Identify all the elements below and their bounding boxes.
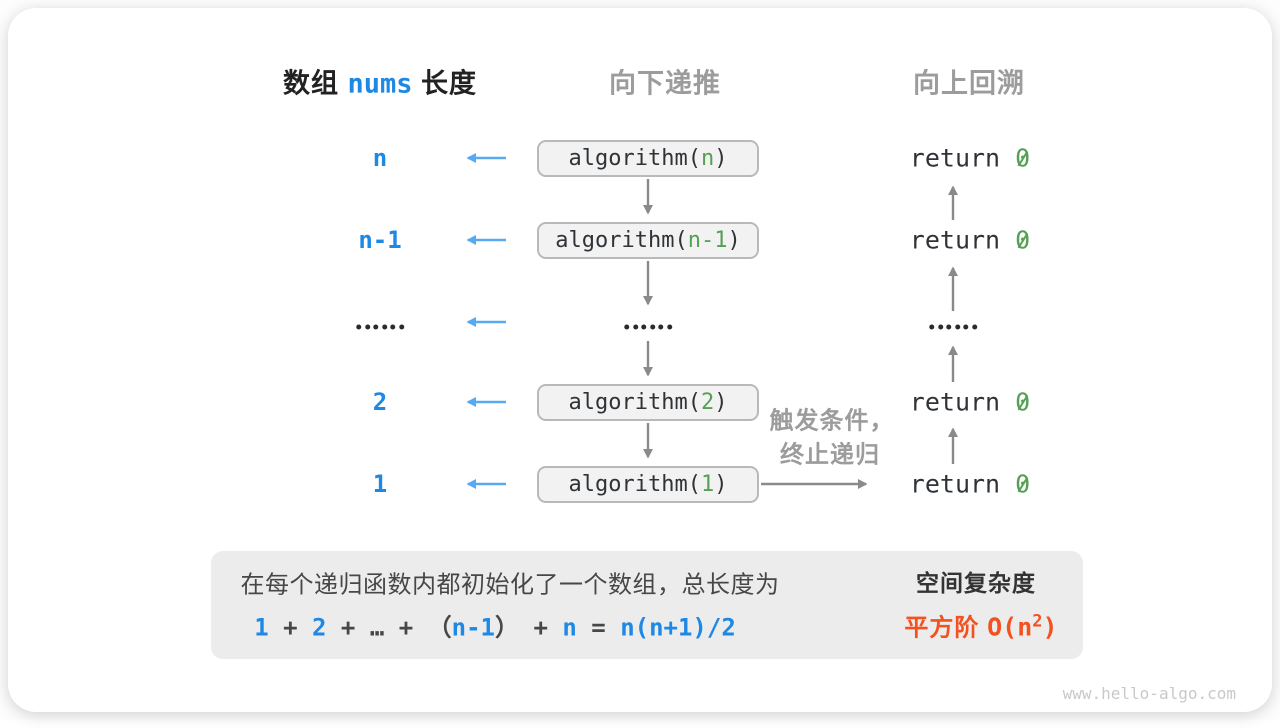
call-box-n: algorithm(n) (537, 140, 759, 177)
formula-ellipsis: … (369, 613, 385, 642)
formula-term: 1 (254, 613, 269, 642)
length-label-n-1: n-1 (358, 226, 402, 254)
formula-op: + (326, 613, 370, 642)
return-keyword: return (909, 225, 1016, 255)
ellipsis-left: …… (356, 324, 404, 330)
call-text: ) (714, 390, 728, 415)
site-watermark: www.hello-algo.com (1062, 684, 1236, 703)
big-o-notation: O(n (987, 612, 1033, 642)
space-complexity-value: 平方阶 O(n2) (904, 608, 1057, 643)
space-complexity-title: 空间复杂度 (916, 570, 1036, 596)
call-arg: n-1 (687, 228, 728, 253)
call-arg: 1 (700, 472, 715, 497)
summary-description: 在每个递归函数内都初始化了一个数组，总长度为 (240, 571, 780, 599)
call-text: ) (714, 472, 728, 497)
call-text: ) (714, 146, 728, 171)
formula-term: n (562, 613, 577, 642)
formula-term: n-1 (451, 613, 496, 642)
length-label-2: 2 (372, 388, 388, 416)
ellipsis-middle: …… (624, 324, 672, 330)
summary-formula: 1 + 2 + … + （n-1） + n = n(n+1)/2 (254, 608, 736, 643)
header-array-post: 长度 (412, 68, 478, 99)
return-value: 0 (1015, 143, 1031, 173)
header-array-pre: 数组 (282, 68, 348, 99)
length-label-1: 1 (372, 470, 388, 498)
return-line-4: return 0 (910, 388, 1030, 417)
formula-paren: ） (495, 613, 520, 642)
formula-term: 2 (312, 613, 327, 642)
formula-op: + (519, 613, 563, 642)
column-header-recurse-down: 向下递推 (609, 68, 721, 99)
call-text: algorithm( (568, 390, 701, 415)
call-text: algorithm( (568, 146, 701, 171)
return-line-1: return 0 (910, 144, 1030, 173)
formula-op: = (576, 613, 621, 642)
summary-panel (211, 551, 1083, 659)
return-line-2: return 0 (910, 226, 1030, 255)
return-value: 0 (1015, 225, 1031, 255)
return-keyword: return (909, 143, 1016, 173)
call-text: algorithm( (568, 472, 701, 497)
formula-paren: （ (427, 613, 452, 642)
complexity-order-label: 平方阶 (904, 614, 988, 642)
column-header-backtrack-up: 向上回溯 (913, 68, 1025, 99)
formula-result: n(n+1)/2 (620, 613, 736, 642)
return-line-5: return 0 (910, 470, 1030, 499)
column-header-array-length: 数组 nums 长度 (283, 62, 477, 101)
call-arg: n (700, 146, 715, 171)
return-value: 0 (1015, 469, 1031, 499)
terminate-note-line2: 终止递归 (780, 441, 880, 469)
return-keyword: return (909, 387, 1016, 417)
big-o-exponent: 2 (1032, 611, 1043, 632)
big-o-close-paren: ) (1042, 612, 1058, 642)
figure-card: 数组 nums 长度 向下递推 向上回溯 (8, 8, 1272, 712)
formula-op: + (384, 613, 428, 642)
call-text: ) (727, 228, 741, 253)
terminate-note-line1: 触发条件， (769, 407, 895, 435)
call-box-2: algorithm(2) (537, 384, 759, 421)
length-label-n: n (372, 144, 388, 172)
return-value: 0 (1015, 387, 1031, 417)
formula-op: + (268, 613, 313, 642)
call-box-n-1: algorithm(n-1) (537, 222, 759, 259)
call-box-1: algorithm(1) (537, 466, 759, 503)
return-keyword: return (909, 469, 1016, 499)
call-text: algorithm( (555, 228, 688, 253)
call-arg: 2 (700, 390, 715, 415)
header-nums-code: nums (347, 68, 413, 100)
ellipsis-right: …… (929, 324, 977, 330)
